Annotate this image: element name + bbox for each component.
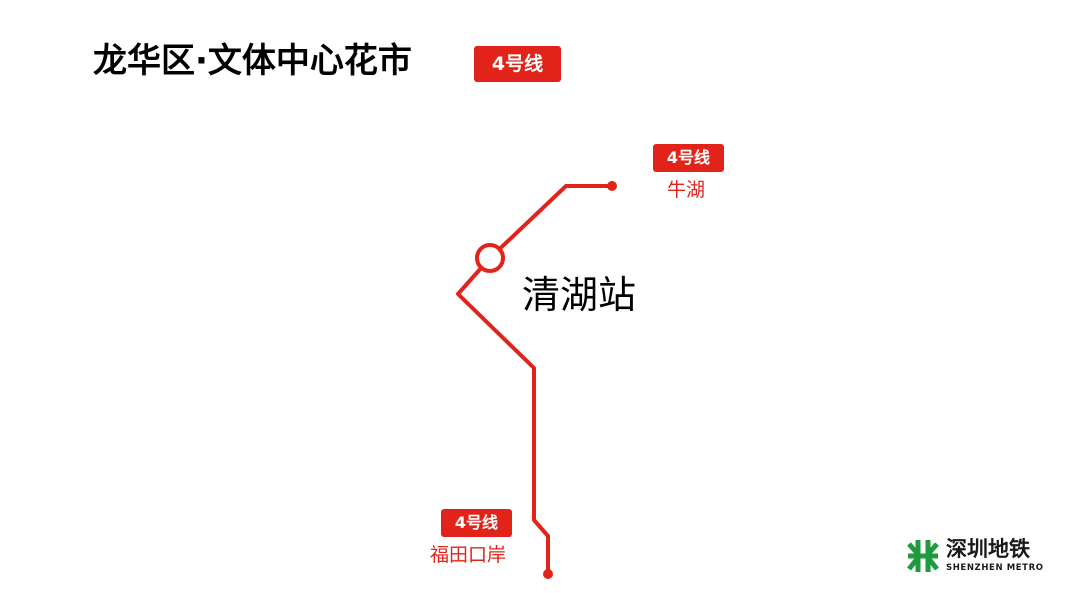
south-terminus-name: 福田口岸 — [430, 544, 507, 566]
line-4-route — [456, 184, 614, 576]
page-title: 龙华区·文体中心花市 — [93, 41, 412, 81]
title-line-badge: 4号线 — [474, 46, 561, 82]
terminus-dot-north — [607, 181, 617, 191]
north-terminus-line-badge: 4号线 — [653, 144, 724, 172]
logo-name-cn: 深圳地铁 — [946, 537, 1030, 561]
station-marker[interactable] — [475, 243, 505, 273]
shenzhen-metro-logo-icon — [907, 540, 939, 572]
terminus-dot-south — [543, 569, 553, 579]
station-name: 清湖站 — [522, 273, 637, 317]
shenzhen-metro-logo: 深圳地铁 SHENZHEN METRO — [906, 537, 1056, 578]
north-terminus-name: 牛湖 — [667, 179, 706, 201]
logo-name-en: SHENZHEN METRO — [946, 563, 1044, 573]
south-terminus-line-badge: 4号线 — [441, 509, 512, 537]
